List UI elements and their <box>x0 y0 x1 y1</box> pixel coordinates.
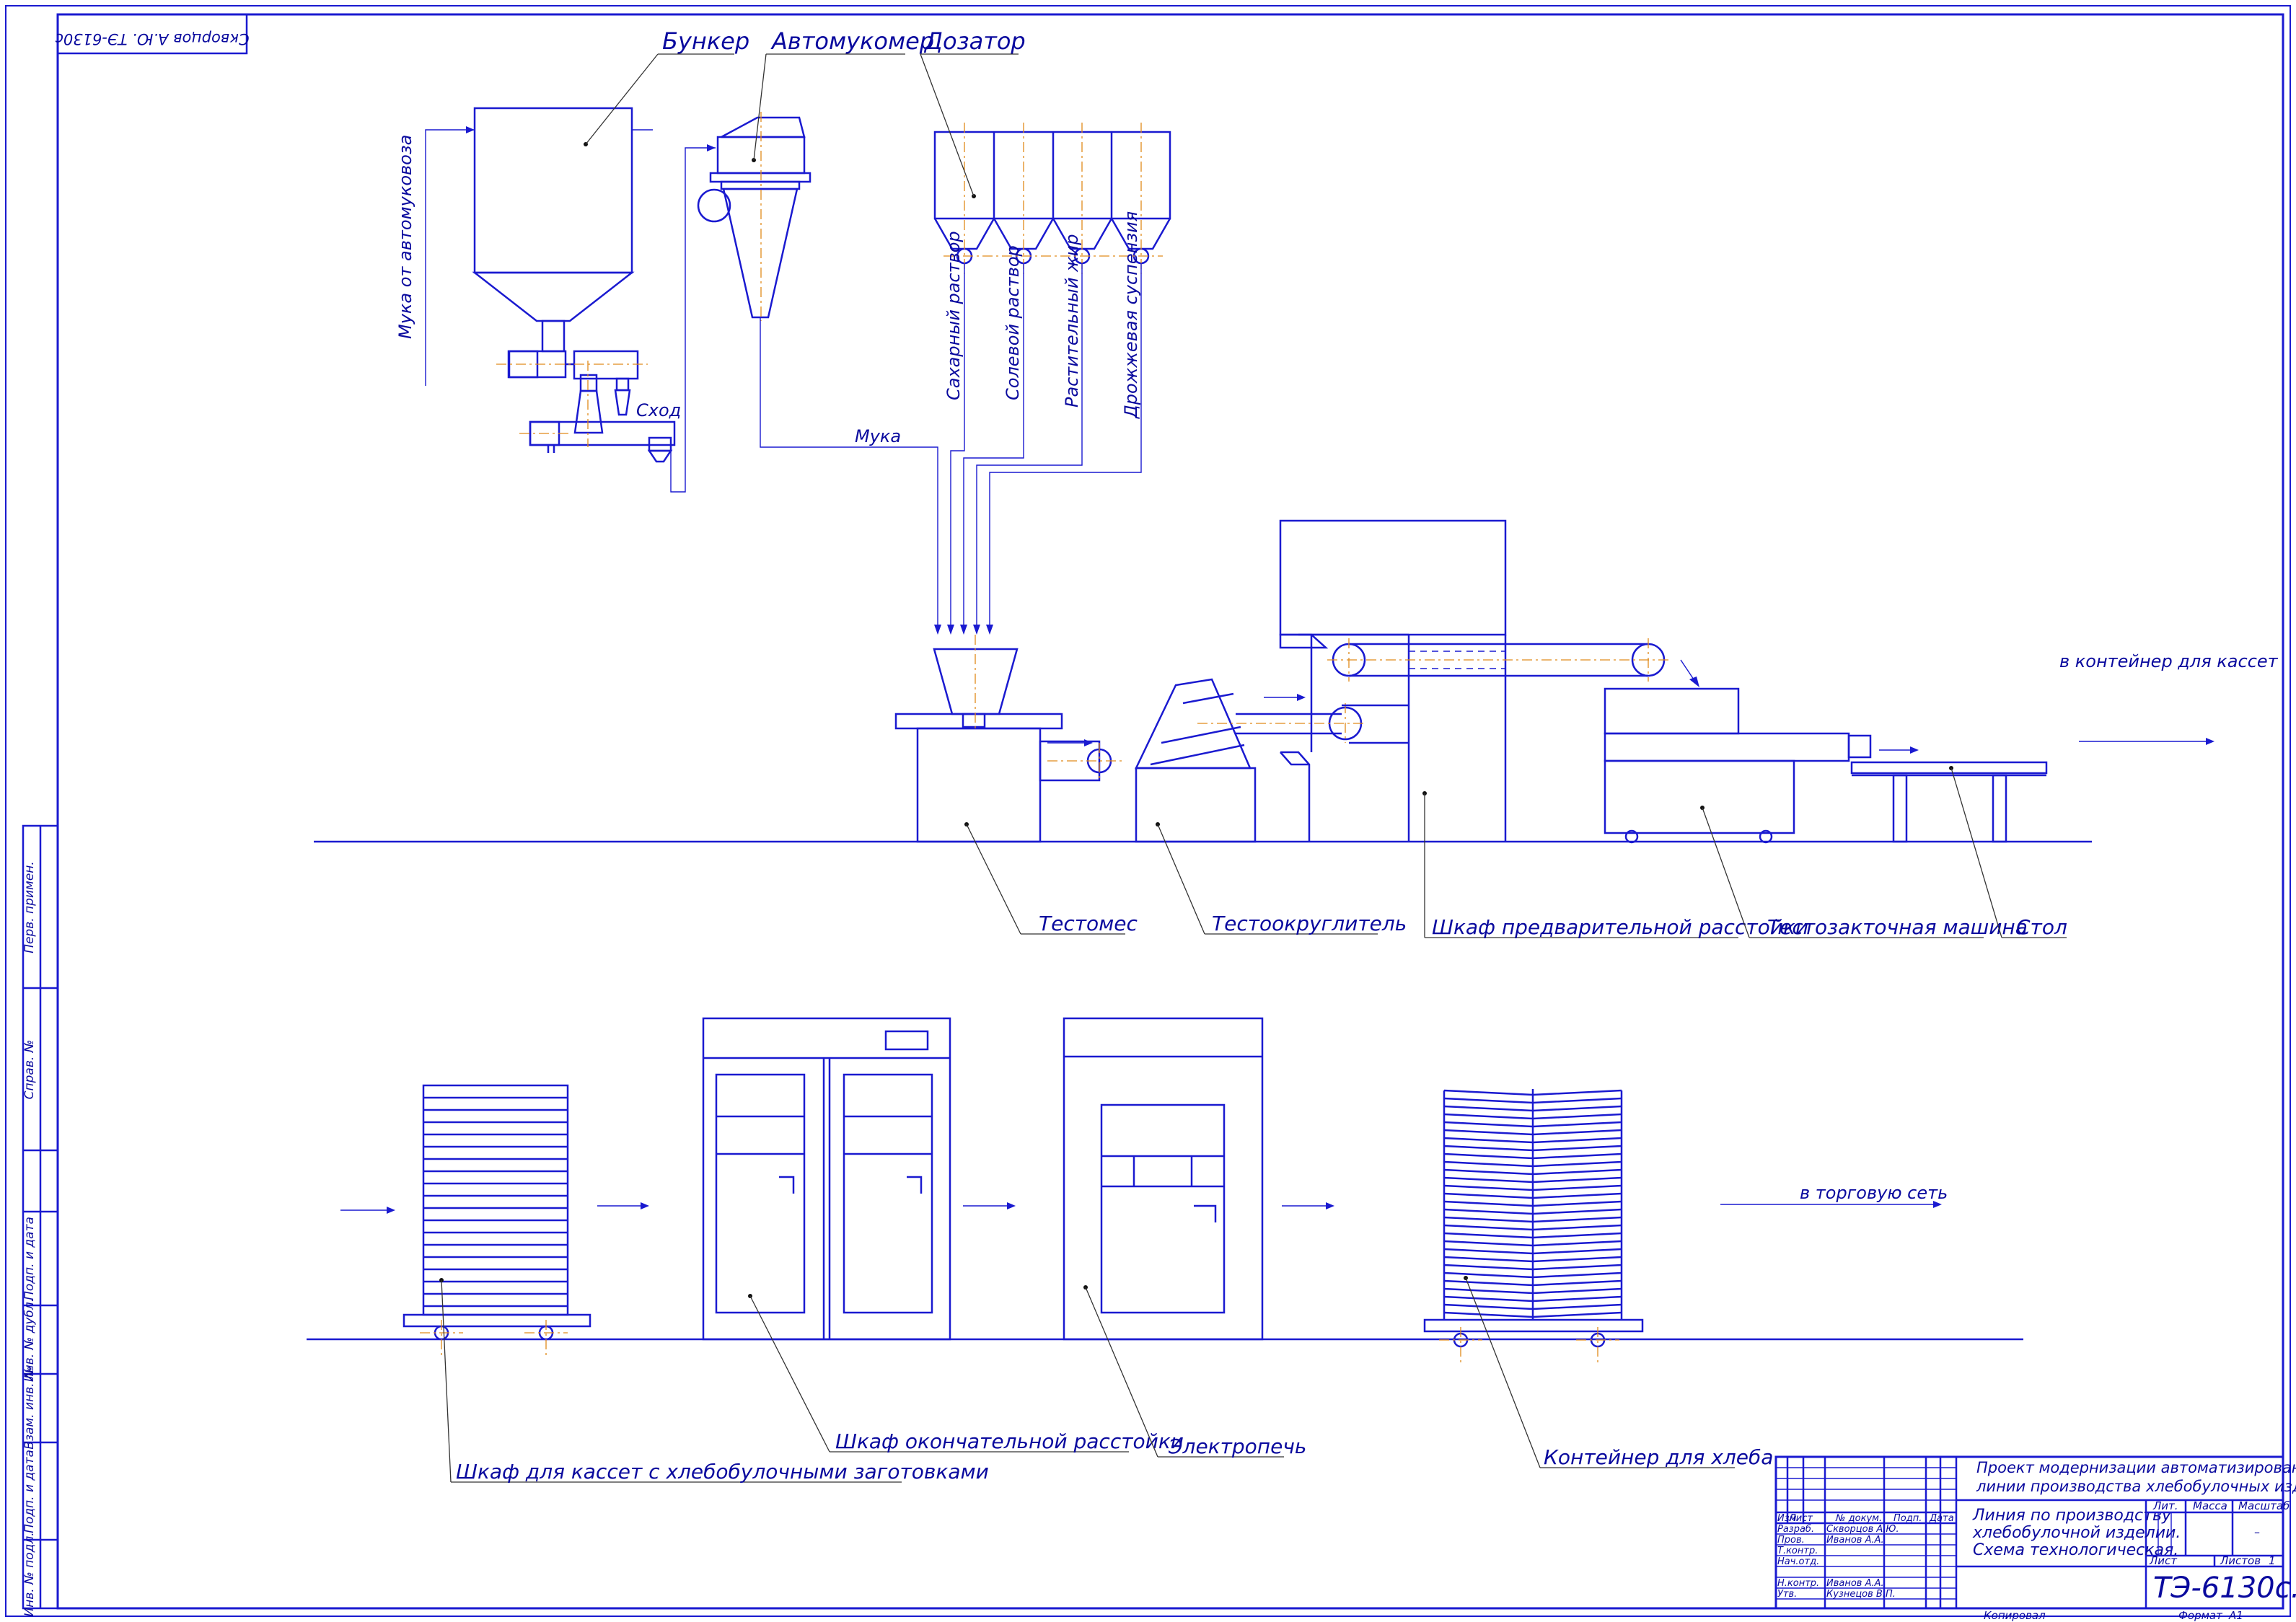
tb-list-label: Лист <box>2149 1554 2178 1567</box>
bread-container-label: Контейнер для хлеба <box>1544 1445 1773 1469</box>
tb-name-nkontr: Иванов А.А. <box>1826 1578 1884 1589</box>
side-vzam-inv: Взам. инв. № <box>22 1366 37 1449</box>
tb-col-izm: Изм <box>1777 1513 1797 1524</box>
cassette-cabinet <box>340 1084 649 1356</box>
top-labels: Бункер Автомукомер Дозатор <box>585 27 1026 197</box>
bunker-label: Бункер <box>662 27 749 55</box>
flour-line: Мука <box>760 317 941 635</box>
table-stol <box>1850 746 2048 843</box>
shaping-machine-label: Тестозакточная машина <box>1767 915 2028 939</box>
pneumatic-line: Сход <box>636 144 716 493</box>
title-block: Изм Лист № докум. Подп. Дата Разраб. Скв… <box>1774 1455 2296 1622</box>
side-inv-podl: Инв. № подл. <box>22 1532 37 1616</box>
dozator-lines: Сахарный раствор Солевой раствор Растите… <box>944 211 1142 635</box>
tb-masshtab: Масштаб <box>2238 1499 2290 1512</box>
tb-format-label: Формат <box>2178 1609 2223 1622</box>
testookruglitel <box>1135 678 1367 843</box>
final-proof-cabinet <box>702 1017 1016 1341</box>
tb-kopiroval: Копировал <box>1984 1609 2046 1622</box>
shaping-machine <box>1604 687 1872 844</box>
testomes-label: Тестомес <box>1039 912 1138 935</box>
tb-col-sign: Подп. <box>1893 1513 1922 1524</box>
tb-col-list: Лист <box>1788 1513 1813 1524</box>
middle-labels: Тестомес Тестоокруглитель Шкаф предварит… <box>966 767 2067 939</box>
final-proof-cabinet-label: Шкаф окончательной расстойки <box>835 1429 1184 1453</box>
lower-labels: Шкаф для кассет с хлебобулочными заготов… <box>441 1277 1773 1484</box>
tb-designation: ТЭ-6130с. <box>2153 1572 2296 1605</box>
tb-project-line2: линии производства хлебобулочных изделий… <box>1976 1478 2296 1495</box>
top-stamp: Скворцов А.Ю. ТЭ-6130с <box>55 13 250 55</box>
testomes <box>894 635 1122 843</box>
tb-sheet-title-line1: Линия по производству <box>1972 1507 2172 1525</box>
tb-masshtab-value: – <box>2254 1525 2260 1539</box>
side-podp-data-1: Подп. и дата <box>22 1217 37 1300</box>
tb-project-line1: Проект модернизации автоматизированной <box>1976 1459 2296 1476</box>
tb-role-tkontr: Т.контр. <box>1777 1546 1818 1556</box>
table-label: Стол <box>2016 915 2067 939</box>
electric-oven-label: Электропечь <box>1168 1434 1306 1458</box>
tb-sheet-title-line2: хлебобулочной изделии. <box>1972 1524 2181 1542</box>
salt-solution-label: Солевой раствор <box>1003 245 1023 400</box>
side-strip: Перв. примен. Справ. № Подп. и дата Инв.… <box>22 824 59 1617</box>
flour-from-truck-label: Мука от автомуковоза <box>395 135 415 339</box>
side-podp-data-2: Подп. и дата <box>22 1450 37 1533</box>
side-inv-dubl: Инв. № дубл. <box>22 1298 37 1382</box>
yeast-suspension-label: Дрожжевая суспензия <box>1121 211 1141 419</box>
tb-listov-value: 1 <box>2269 1554 2276 1567</box>
to-retail-arrow: в торговую сеть <box>1720 1183 1948 1208</box>
tb-col-date: Дата <box>1929 1513 1954 1524</box>
electric-oven <box>1063 1017 1334 1341</box>
tb-role-razrab: Разраб. <box>1777 1524 1814 1535</box>
side-sprav-no: Справ. № <box>22 1040 37 1100</box>
tb-col-doc: № докум. <box>1835 1513 1882 1524</box>
flour-truck-inlet: Мука от автомуковоза <box>395 126 653 386</box>
to-cassette-arrow: в контейнер для кассет <box>2059 651 2279 745</box>
to-retail-label: в торговую сеть <box>1800 1183 1948 1203</box>
avtomukomer-label: Автомукомер <box>770 27 934 55</box>
top-stamp-text: Скворцов А.Ю. ТЭ-6130с <box>55 30 250 48</box>
bunker <box>472 107 676 463</box>
avtomukomer <box>697 112 811 321</box>
tb-massa: Масса <box>2193 1499 2227 1512</box>
tb-listov-label: Листов <box>2220 1554 2261 1567</box>
tb-name-utv: Кузнецов В.П. <box>1826 1589 1896 1600</box>
dozator-label: Дозатор <box>923 27 1026 55</box>
tb-name-razrab: Скворцов А.Ю. <box>1826 1524 1899 1535</box>
sheet-frame <box>5 5 2291 1617</box>
tb-role-utv: Утв. <box>1777 1589 1797 1600</box>
testookruglitel-label: Тестоокруглитель <box>1212 912 1407 935</box>
dozator <box>933 123 1171 274</box>
pre-proof-cabinet-label: Шкаф предварительной расстойки <box>1432 915 1808 939</box>
tb-sheet-title-line3: Схема технологическая. <box>1973 1541 2178 1559</box>
tb-role-nachotd: Нач.отд. <box>1777 1556 1819 1567</box>
tb-lit: Лит. <box>2152 1499 2178 1512</box>
cassette-cabinet-label: Шкаф для кассет с хлебобулочными заготов… <box>456 1460 989 1484</box>
tb-format-value: А1 <box>2228 1609 2243 1622</box>
pre-proof-cabinet <box>1279 519 1699 842</box>
bread-container <box>1423 1089 1644 1363</box>
muka-label: Мука <box>855 426 901 446</box>
side-perv-primen: Перв. примен. <box>22 861 37 953</box>
tb-role-prov: Пров. <box>1777 1535 1805 1546</box>
tb-name-prov: Иванов А.А. <box>1826 1535 1884 1546</box>
sugar-solution-label: Сахарный раствор <box>944 231 964 400</box>
tb-role-nkontr: Н.контр. <box>1777 1578 1819 1589</box>
to-cassette-container-label: в контейнер для кассет <box>2059 651 2279 671</box>
skhod-label: Сход <box>636 400 681 420</box>
vegetable-fat-label: Растительный жир <box>1062 234 1082 407</box>
